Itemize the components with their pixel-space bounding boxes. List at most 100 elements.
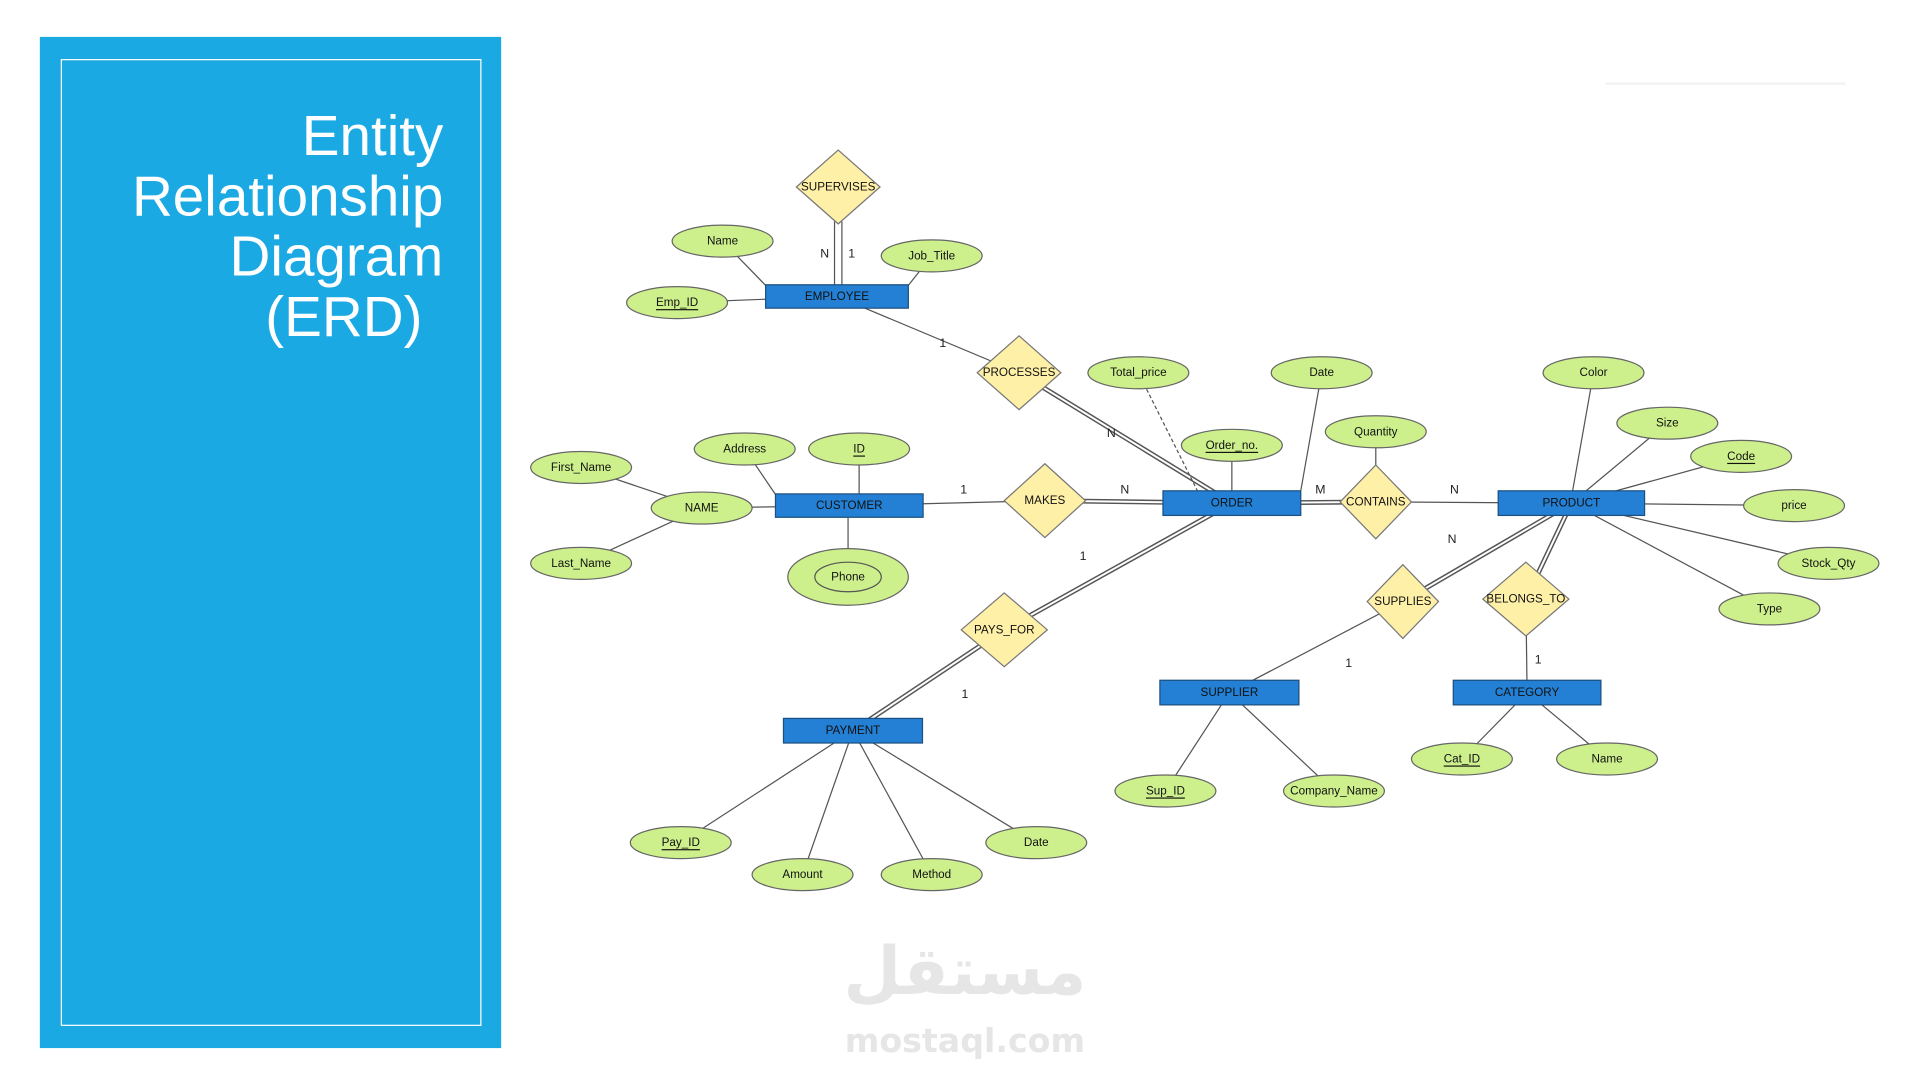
attribute-prod_stock[interactable]: Stock_Qty — [1777, 546, 1880, 581]
relationship-belongs_to[interactable]: BELONGS_TO — [1481, 561, 1570, 637]
attribute-cust_addr[interactable]: Address — [693, 432, 796, 466]
entity-box — [782, 717, 924, 744]
cardinality-label: 1 — [960, 483, 967, 497]
attribute-label: Last_Name — [551, 557, 611, 570]
attribute-ellipse — [1718, 592, 1821, 626]
entity-box — [1159, 679, 1300, 706]
erd-diagram: EMPLOYEE CUSTOMER ORDER PRODUCT SUPPLIER CATE… — [530, 149, 1880, 892]
attribute-ellipse — [880, 858, 983, 892]
entity-product[interactable]: PRODUCT — [1497, 490, 1646, 517]
attribute-cust_phone[interactable]: Phone — [787, 548, 909, 606]
attribute-label: Phone — [831, 570, 865, 583]
attribute-label: Company_Name — [1290, 784, 1378, 797]
watermark-arabic: مستقل — [843, 932, 1086, 1010]
attribute-ellipse — [626, 286, 729, 320]
attribute-prod_color[interactable]: Color — [1542, 356, 1645, 390]
attribute-prod_type[interactable]: Type — [1718, 592, 1821, 626]
cardinality-label: N — [820, 246, 829, 260]
attribute-ellipse — [1282, 774, 1386, 808]
attribute-emp_name[interactable]: Name — [671, 224, 774, 258]
attribute-cat_id[interactable]: Cat_ID — [1410, 742, 1513, 776]
attribute-ellipse — [530, 450, 633, 485]
connector-supplies-supplier — [1229, 600, 1404, 694]
attribute-emp_id[interactable]: Emp_ID — [626, 286, 729, 320]
relationship-label: PAYS_FOR — [974, 623, 1035, 636]
entity-label: CUSTOMER — [816, 499, 883, 512]
attribute-line-pay_id — [680, 730, 854, 844]
attribute-ellipse — [1324, 415, 1427, 449]
attribute-prod_code[interactable]: Code — [1690, 439, 1793, 473]
attribute-cont_qty[interactable]: Quantity — [1324, 415, 1427, 449]
attribute-cust_name[interactable]: NAME — [650, 491, 753, 525]
attribute-prod_price[interactable]: price — [1742, 488, 1846, 523]
attribute-ellipse — [1777, 546, 1880, 581]
cardinality-label: 1 — [939, 336, 946, 350]
relationship-contains[interactable]: CONTAINS — [1339, 464, 1413, 540]
entity-category[interactable]: CATEGORY — [1452, 679, 1602, 706]
attribute-label: price — [1781, 499, 1806, 512]
entity-label: PAYMENT — [826, 724, 881, 737]
attribute-ord_total[interactable]: Total_price — [1087, 356, 1190, 390]
attribute-ord_no[interactable]: Order_no. — [1180, 428, 1283, 462]
diagram-connectors — [580, 221, 1829, 875]
slide-title-line-4: (ERD) — [265, 285, 422, 348]
attribute-pay_amount[interactable]: Amount — [751, 858, 854, 892]
entity-supplier[interactable]: SUPPLIER — [1159, 679, 1300, 706]
attribute-prod_size[interactable]: Size — [1616, 406, 1719, 440]
double-line-inner — [1018, 371, 1233, 504]
attribute-label: Size — [1656, 417, 1679, 430]
relationship-pays_for[interactable]: PAYS_FOR — [960, 592, 1049, 668]
entity-label: SUPPLIER — [1201, 686, 1259, 699]
attribute-ellipse — [808, 432, 911, 466]
attribute-ellipse — [530, 546, 633, 581]
relationship-diamond — [1339, 464, 1413, 540]
entity-payment[interactable]: PAYMENT — [782, 717, 924, 744]
attribute-line-sup_id — [1164, 692, 1230, 792]
attribute-line-prod_type — [1571, 502, 1770, 610]
attribute-line-pay_date — [852, 730, 1037, 844]
relationship-diamond — [1003, 462, 1087, 539]
relationship-label: SUPPLIES — [1374, 595, 1431, 608]
attribute-ellipse — [1556, 742, 1659, 776]
attribute-cust_first[interactable]: First_Name — [530, 450, 633, 485]
attribute-ord_date[interactable]: Date — [1270, 356, 1373, 390]
attribute-pay_date[interactable]: Date — [985, 826, 1088, 860]
relationship-label: SUPERVISES — [801, 180, 876, 193]
mostaql-watermark: مستقل mostaql.com — [843, 932, 1086, 1060]
attribute-ellipse — [1410, 742, 1513, 776]
relationship-makes[interactable]: MAKES — [1003, 462, 1087, 539]
relationship-label: BELONGS_TO — [1486, 593, 1565, 606]
key-attribute-label: Cat_ID — [1444, 753, 1480, 766]
relationship-processes[interactable]: PROCESSES — [976, 335, 1062, 411]
entity-order[interactable]: ORDER — [1162, 490, 1302, 517]
attribute-emp_job[interactable]: Job_Title — [880, 239, 983, 273]
attribute-sup_company[interactable]: Company_Name — [1282, 774, 1386, 808]
attribute-cat_name[interactable]: Name — [1556, 742, 1659, 776]
relationship-supplies[interactable]: SUPPLIES — [1366, 563, 1440, 640]
attribute-label: First_Name — [551, 461, 611, 474]
title-panel-background — [39, 36, 502, 1049]
attribute-ellipse — [629, 826, 732, 860]
entity-employee[interactable]: EMPLOYEE — [765, 284, 909, 309]
double-line-inner — [852, 629, 1005, 732]
title-panel-border — [60, 59, 482, 1026]
attribute-cust_id[interactable]: ID — [808, 432, 911, 466]
relationship-label: CONTAINS — [1346, 495, 1406, 508]
attribute-line-ord_date — [1300, 372, 1323, 491]
relationship-supervises[interactable]: SUPERVISES — [795, 149, 881, 225]
key-attribute-label: Code — [1727, 450, 1755, 463]
entity-customer[interactable]: CUSTOMER — [774, 493, 924, 518]
entity-box — [1452, 679, 1602, 706]
cardinality-label: 1 — [1535, 652, 1542, 666]
attribute-pay_id[interactable]: Pay_ID — [629, 826, 732, 860]
cardinality-label: 1 — [1345, 656, 1352, 670]
attribute-cust_last[interactable]: Last_Name — [530, 546, 633, 581]
attribute-pay_method[interactable]: Method — [880, 858, 983, 892]
attribute-label: Total_price — [1110, 366, 1166, 379]
attribute-sup_id[interactable]: Sup_ID — [1114, 774, 1217, 808]
attribute-label: Type — [1757, 602, 1782, 615]
attribute-ellipse — [693, 432, 796, 466]
slide-title-line-2: Relationship — [132, 164, 443, 227]
key-attribute-label: Order_no. — [1206, 439, 1259, 452]
